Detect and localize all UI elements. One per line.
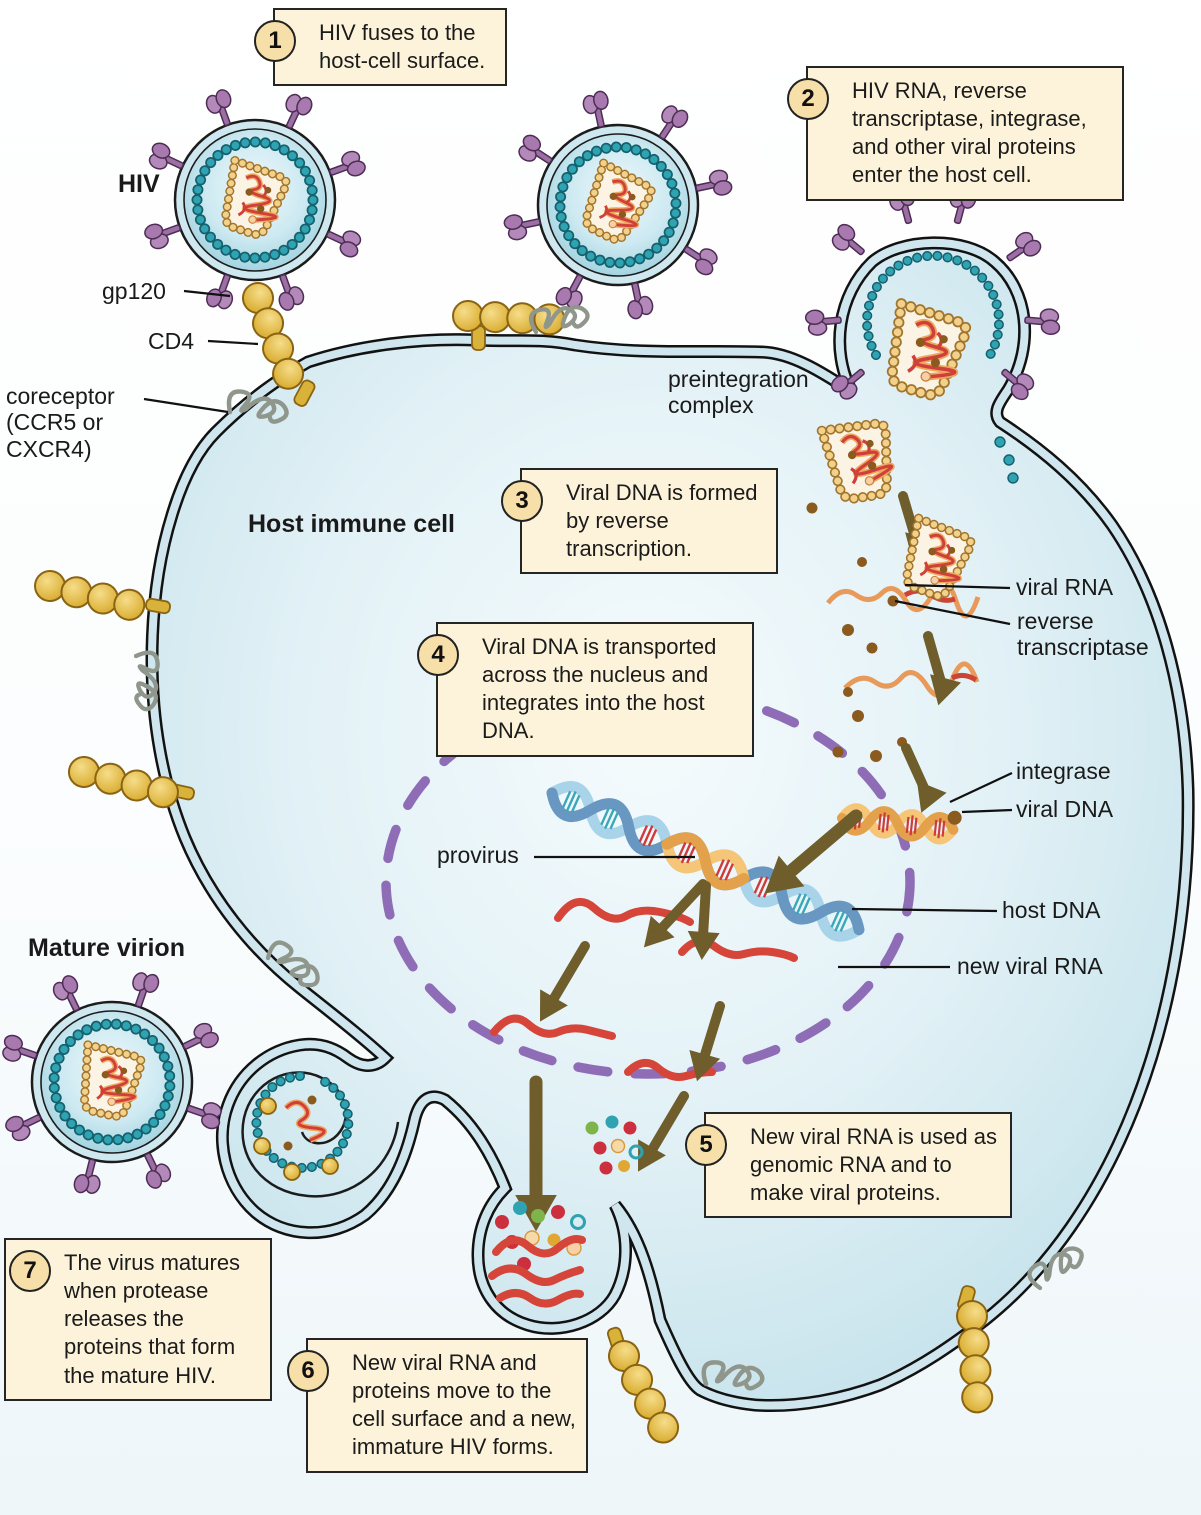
flow-arrow-9	[515, 1075, 557, 1232]
label-gp120: gp120	[102, 278, 166, 304]
pocket-rna-strands	[488, 1235, 586, 1308]
step-6-text: New viral RNA and proteins move to the c…	[352, 1350, 576, 1460]
hiv-virion-top-middle	[491, 78, 744, 332]
label-cd4: CD4	[148, 328, 195, 354]
step-6-number: 6	[287, 1350, 329, 1392]
fusing-virion	[804, 185, 1062, 484]
step-2-text: HIV RNA, reverse transcriptase, integras…	[852, 78, 1087, 188]
flow-arrow-7	[526, 941, 590, 1030]
step-5-text: New viral RNA is used as genomic RNA and…	[750, 1124, 997, 1206]
label-viral-rna: viral RNA	[1016, 574, 1114, 600]
reverse-transcriptase-dot	[887, 595, 899, 607]
label-provirus: provirus	[437, 842, 519, 868]
label-preintegration-complex: preintegration complex	[668, 366, 809, 419]
step-3-text: Viral DNA is formed by reverse transcrip…	[566, 480, 758, 562]
flow-arrow-10	[624, 1091, 689, 1180]
step-4-text: Viral DNA is transported across the nucl…	[482, 634, 717, 744]
label-mature-virion: Mature virion	[28, 934, 185, 962]
label-coreceptor: coreceptor (CCR5 or CXCR4)	[6, 383, 115, 462]
step-1-number: 1	[254, 20, 296, 62]
label-integrase: integrase	[1016, 758, 1111, 784]
step-4-callout: 4 Viral DNA is transported across the nu…	[417, 622, 754, 757]
label-host-immune-cell: Host immune cell	[248, 510, 455, 538]
nucleus-boundary	[381, 685, 915, 1079]
step-3-number: 3	[501, 480, 543, 522]
provirus-host-dna-helix	[546, 781, 865, 942]
step-7-text: The virus matures when protease releases…	[64, 1250, 241, 1388]
step-5-number: 5	[685, 1124, 727, 1166]
protein-dot-cluster	[585, 1115, 644, 1175]
step-4-number: 4	[417, 634, 459, 676]
step-2-callout: 2 HIV RNA, reverse transcriptase, integr…	[787, 66, 1124, 201]
flow-arrow-5	[632, 879, 708, 959]
budding-virion	[241, 1071, 400, 1198]
step-2-number: 2	[787, 78, 829, 120]
label-host-dna: host DNA	[1002, 897, 1101, 923]
mature-virion-particle	[0, 959, 235, 1206]
step-3-callout: 3 Viral DNA is formed by reverse transcr…	[501, 468, 778, 575]
label-new-viral-rna: new viral RNA	[957, 953, 1103, 979]
flow-arrow-8	[681, 1001, 725, 1086]
label-pointer-lines	[143, 289, 1013, 969]
flow-arrow-2	[922, 631, 962, 710]
viral-dna-helix	[837, 803, 962, 845]
label-reverse-transcriptase: reverse transcriptase	[1017, 608, 1149, 661]
step-7-callout: 7 The virus matures when protease releas…	[4, 1238, 272, 1401]
step-1-text: HIV fuses to the host-cell surface.	[319, 20, 486, 74]
hiv-virion-top-left	[143, 88, 367, 313]
step-5-callout: 5 New viral RNA is used as genomic RNA a…	[685, 1112, 1012, 1219]
step-6-callout: 6 New viral RNA and proteins move to the…	[287, 1338, 588, 1473]
flow-arrow-3	[901, 743, 947, 819]
cd4-receptor-chains	[31, 276, 1005, 1450]
viral-protein-dots	[806, 502, 907, 762]
viral-rna-strand-2	[843, 661, 980, 698]
step-1-callout: 1 HIV fuses to the host-cell surface.	[254, 8, 507, 87]
flow-arrow-4	[751, 809, 863, 909]
flow-arrow-6	[685, 881, 720, 962]
integrase-dot	[947, 810, 962, 825]
label-hiv: HIV	[118, 170, 160, 198]
label-viral-dna: viral DNA	[1016, 796, 1114, 822]
step-7-number: 7	[9, 1250, 51, 1292]
